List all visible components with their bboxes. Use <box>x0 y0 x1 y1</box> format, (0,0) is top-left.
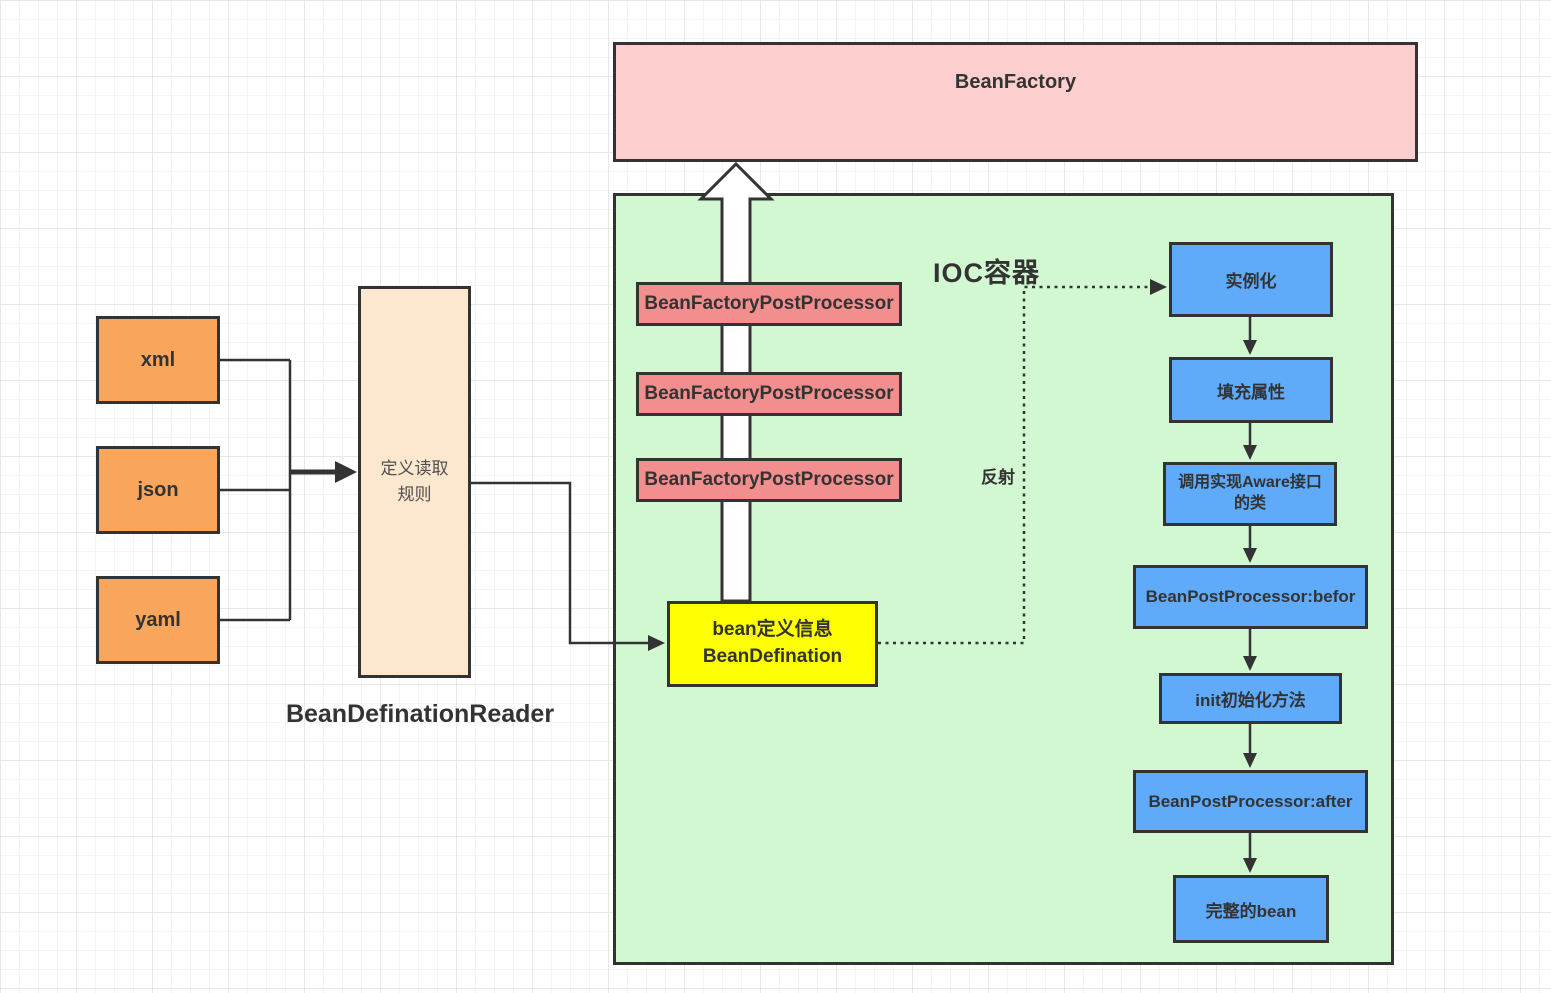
lifecycle-label-7: 完整的bean <box>1205 901 1297 921</box>
node-beanfactory-postprocessor-2: BeanFactoryPostProcessor <box>636 372 902 416</box>
node-beanfactory-postprocessor-3: BeanFactoryPostProcessor <box>636 458 902 502</box>
lifecycle-label-5: init初始化方法 <box>1195 691 1306 710</box>
source-xml-label: xml <box>140 348 176 371</box>
sources-to-reader-arrowhead <box>335 461 357 483</box>
node-lifecycle-init-method: init初始化方法 <box>1159 673 1342 724</box>
node-source-json: json <box>96 446 220 534</box>
node-lifecycle-postprocessor-after: BeanPostProcessor:after <box>1133 770 1368 833</box>
lifecycle-label-2: 填充属性 <box>1217 382 1285 402</box>
node-definition-reader: 定义读取规则 <box>358 286 471 678</box>
reader-label: 定义读取规则 <box>380 458 449 504</box>
node-bean-definition: bean定义信息 BeanDefination <box>667 601 878 687</box>
source-connector-lines <box>220 358 292 622</box>
node-lifecycle-complete-bean: 完整的bean <box>1173 875 1329 943</box>
source-json-label: json <box>137 478 179 501</box>
lifecycle-label-6: BeanPostProcessor:after <box>1148 791 1353 811</box>
lifecycle-label-3: 调用实现Aware接口的类 <box>1178 474 1322 512</box>
ioc-container-label: IOC容器 <box>933 258 1041 288</box>
lifecycle-label-4: BeanPostProcessor:befor <box>1145 587 1356 606</box>
bean-definition-line2: BeanDefination <box>702 646 843 667</box>
reader-caption: BeanDefinationReader <box>285 700 555 728</box>
node-lifecycle-populate-properties: 填充属性 <box>1169 357 1333 423</box>
lifecycle-label-1: 实例化 <box>1225 272 1277 291</box>
node-lifecycle-postprocessor-before: BeanPostProcessor:befor <box>1133 565 1368 629</box>
node-source-yaml: yaml <box>96 576 220 664</box>
node-source-xml: xml <box>96 316 220 404</box>
source-yaml-label: yaml <box>135 608 181 631</box>
node-lifecycle-instantiate: 实例化 <box>1169 242 1333 317</box>
bean-definition-line1: bean定义信息 <box>712 619 833 641</box>
reflection-label: 反射 <box>981 468 1015 487</box>
node-bean-factory: BeanFactory <box>613 42 1418 162</box>
bean-factory-label: BeanFactory <box>954 71 1077 93</box>
postprocessor-label-3: BeanFactoryPostProcessor <box>644 469 894 490</box>
node-beanfactory-postprocessor-1: BeanFactoryPostProcessor <box>636 282 902 326</box>
postprocessor-label-1: BeanFactoryPostProcessor <box>644 293 894 314</box>
node-lifecycle-aware-interfaces: 调用实现Aware接口的类 <box>1163 462 1337 526</box>
postprocessor-label-2: BeanFactoryPostProcessor <box>644 383 894 404</box>
